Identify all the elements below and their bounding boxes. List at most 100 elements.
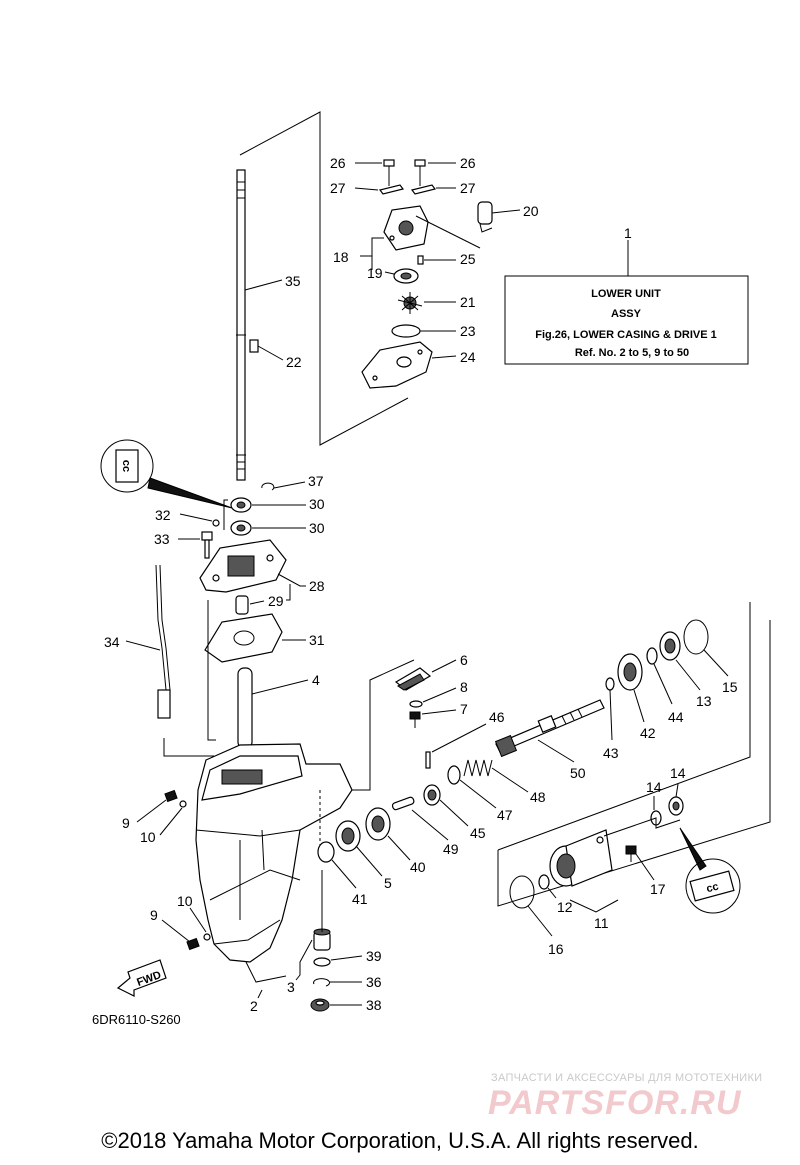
label-38: 38	[366, 997, 382, 1013]
label-27-left: 27	[330, 180, 346, 196]
label-12: 12	[557, 899, 573, 915]
label-33: 33	[154, 531, 170, 547]
label-26-right: 26	[460, 155, 476, 171]
info-box-line1: LOWER UNIT	[591, 288, 661, 300]
label-50: 50	[570, 765, 586, 781]
label-40: 40	[410, 859, 426, 875]
bolt-26-right	[414, 159, 426, 186]
label-21: 21	[460, 294, 476, 310]
bolt-26-left	[383, 159, 395, 186]
housing-28	[199, 539, 287, 593]
label-14-left: 14	[646, 779, 662, 795]
ball-32	[212, 519, 220, 527]
label-17: 17	[650, 881, 666, 897]
clip-47	[447, 765, 461, 785]
label-2: 2	[250, 998, 258, 1014]
label-11: 11	[594, 915, 609, 931]
label-5: 5	[384, 875, 392, 891]
label-28: 28	[309, 578, 325, 594]
bushing-29	[235, 595, 249, 615]
impeller-21	[397, 292, 423, 314]
cover-6	[394, 667, 432, 691]
label-34: 34	[104, 634, 120, 650]
label-16: 16	[548, 941, 564, 957]
bolt-33	[201, 531, 213, 559]
shift-rod-34	[155, 564, 171, 719]
bolt-17	[625, 845, 637, 862]
bearing-30-lower	[230, 520, 252, 536]
washer-43	[605, 677, 615, 691]
seal-14-right	[668, 796, 684, 816]
bearing-30-upper	[230, 497, 252, 513]
shim-44	[646, 647, 658, 665]
label-41: 41	[352, 891, 368, 907]
lower-casing	[163, 600, 353, 963]
watermark-tagline: ЗАПЧАСТИ И АКСЕССУАРЫ ДЛЯ МОТОТЕХНИКИ	[491, 1072, 763, 1084]
info-box-line3: Fig.26, LOWER CASING & DRIVE 1	[535, 329, 717, 341]
diagram-code: 6DR6110-S260	[92, 1012, 181, 1027]
washer-39	[313, 957, 331, 967]
reverse-gear-42	[617, 653, 643, 691]
o-ring-15	[683, 619, 709, 655]
label-13: 13	[696, 693, 712, 709]
pump-housing-18	[383, 205, 429, 251]
plate-27-left	[378, 184, 405, 195]
gasket-31	[204, 613, 283, 663]
pin-22	[249, 339, 259, 353]
housing-11	[549, 829, 613, 887]
callout-cc-lower-text: cc	[705, 881, 720, 896]
copyright-notice: ©2018 Yamaha Motor Corporation, U.S.A. A…	[101, 1128, 699, 1153]
seal-12	[538, 874, 550, 890]
label-39: 39	[366, 948, 382, 964]
dog-clutch-45	[423, 784, 441, 806]
propeller-shaft-50	[494, 699, 605, 758]
callout-cc-upper-text: cc	[120, 460, 132, 472]
label-30-upper: 30	[309, 496, 325, 512]
label-10-lower: 10	[177, 893, 193, 909]
gasket-23	[391, 324, 421, 338]
callout-cc-lower: cc	[679, 827, 741, 914]
o-ring-16	[509, 875, 535, 909]
label-25: 25	[460, 251, 476, 267]
label-44: 44	[668, 709, 684, 725]
bolt-9-lower	[186, 933, 211, 951]
plate-27-right	[410, 184, 437, 195]
label-27-right: 27	[460, 180, 476, 196]
washer-8	[409, 700, 423, 708]
cross-pin-49	[391, 796, 415, 811]
bearing-5	[335, 820, 361, 852]
label-3: 3	[287, 979, 295, 995]
label-10-upper: 10	[140, 829, 156, 845]
screw-7	[409, 711, 421, 728]
label-42: 42	[640, 725, 656, 741]
gear-40	[365, 807, 391, 841]
info-box-line4: Ref. No. 2 to 5, 9 to 50	[575, 347, 689, 359]
label-43: 43	[603, 745, 619, 761]
label-7: 7	[460, 701, 468, 717]
label-31: 31	[309, 632, 325, 648]
tube-seal-20	[477, 201, 493, 233]
label-1: 1	[624, 225, 632, 241]
info-box-lower-unit-assy: 1 LOWER UNIT ASSY Fig.26, LOWER CASING &…	[504, 225, 749, 365]
label-18: 18	[333, 249, 349, 265]
label-9-lower: 9	[150, 907, 158, 923]
label-22: 22	[286, 354, 302, 370]
clip-36	[313, 978, 330, 987]
label-15: 15	[722, 679, 738, 695]
label-4: 4	[312, 672, 320, 688]
bearing-13	[659, 631, 681, 661]
key-25	[417, 255, 424, 265]
pin-46	[425, 751, 431, 769]
driveshaft-group-bracket	[239, 111, 409, 446]
circlip-37	[261, 482, 275, 491]
label-23: 23	[460, 323, 476, 339]
label-24: 24	[460, 349, 476, 365]
label-8: 8	[460, 679, 468, 695]
label-20: 20	[523, 203, 539, 219]
watermark-logo: PARTSFOR.RU	[488, 1084, 742, 1122]
label-32: 32	[155, 507, 171, 523]
label-47: 47	[497, 807, 513, 823]
label-37: 37	[308, 473, 324, 489]
callout-cc-upper: cc	[100, 439, 233, 509]
